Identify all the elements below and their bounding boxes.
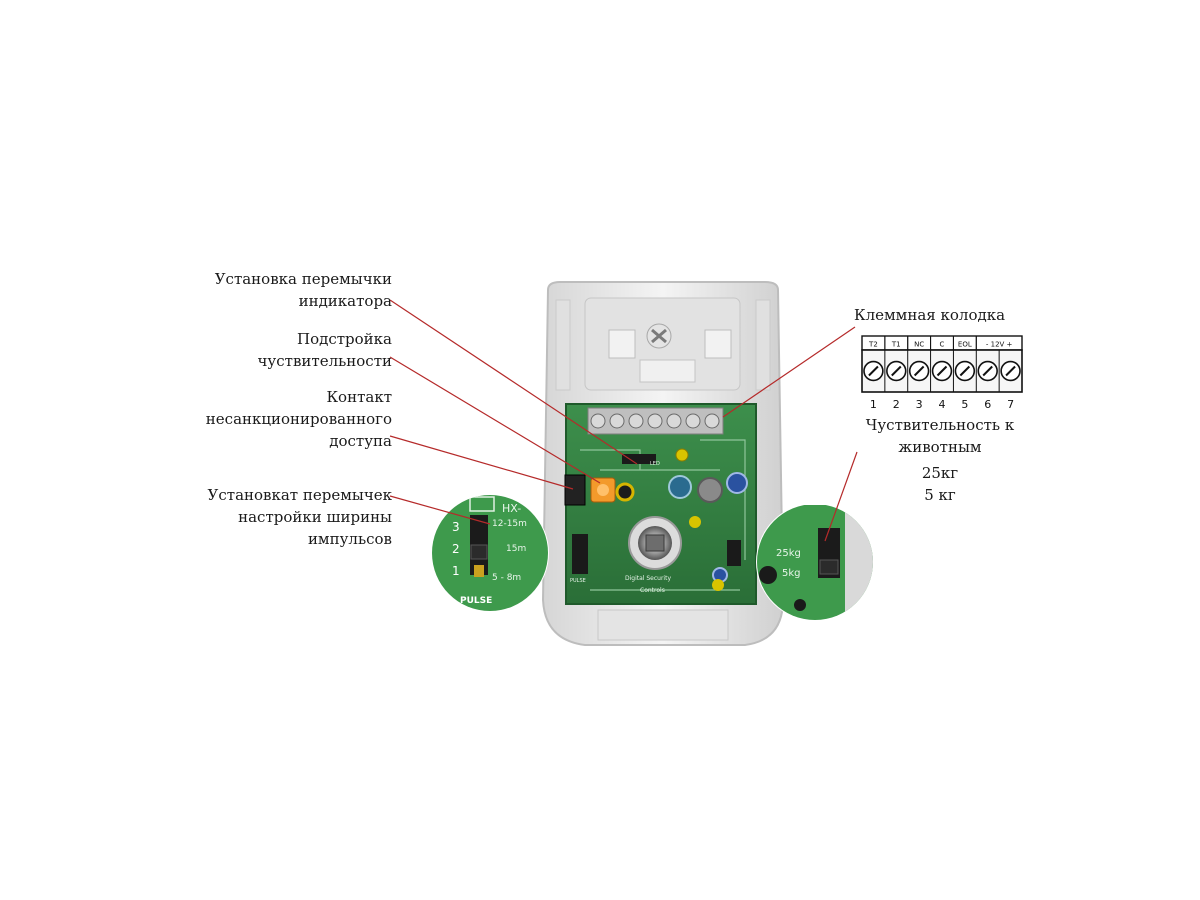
leader-line-indicator <box>389 299 638 465</box>
pcb-screw-icon <box>647 413 663 429</box>
capacitor-icon <box>668 475 692 499</box>
inset-range-label: 5 - 8m <box>492 573 521 583</box>
label-pet-sensitivity: Чуствительность к животным 25кг 5 кг <box>848 414 1032 506</box>
leader-line-sensitivity <box>389 356 601 484</box>
label-indicator-jumper: Установка перемычки индикатора <box>215 268 392 312</box>
terminal-number: 2 <box>893 398 900 411</box>
leader-line-tamper <box>389 435 574 490</box>
inset-weight-label: 25kg <box>776 548 801 559</box>
terminal-screw-icon <box>954 360 976 382</box>
inset-pin-number: 3 <box>452 520 460 534</box>
label-tamper-contact: Контакт несанкционированного доступа <box>206 386 392 452</box>
pet-jumper-icon <box>727 540 741 566</box>
terminal-number: 6 <box>984 398 991 411</box>
terminal-numbers: 1 2 3 4 5 6 7 <box>870 398 1014 411</box>
terminal-top-label: T1 <box>891 341 901 349</box>
inset-range-label: 15m <box>506 544 526 554</box>
inset-pin-number: 2 <box>452 542 460 556</box>
pet-jumper-inset: 25kg 5kg <box>756 503 874 621</box>
inset-range-label: 12-15m <box>492 519 527 529</box>
pcb-screw-icon <box>685 413 701 429</box>
leader-lines <box>389 299 858 542</box>
label-line: Установка перемычки <box>214 270 392 288</box>
circuit-board: Digital Security Controls PULSE LED <box>564 403 757 605</box>
terminal-number: 3 <box>916 398 923 411</box>
label-terminal-block: Клеммная колодка <box>854 306 1006 324</box>
terminal-number: 4 <box>939 398 946 411</box>
inset-model-text: HX- <box>502 502 521 515</box>
pcb-screw-icon <box>666 413 682 429</box>
pulse-jumper-icon <box>572 534 588 574</box>
label-line: импульсов <box>307 530 392 548</box>
terminal-screws <box>863 350 1021 392</box>
terminal-top-label: - 12V + <box>986 341 1013 349</box>
inset-pulse-text: PULSE <box>460 596 492 606</box>
label-line: Чуствительность к <box>865 416 1015 434</box>
label-line: чуствительности <box>257 352 392 370</box>
label-line: Установкат перемычек <box>207 486 392 504</box>
terminal-screw-icon <box>908 360 930 382</box>
terminal-top-label: C <box>940 341 945 349</box>
leader-line-terminal <box>722 326 856 418</box>
terminal-number: 7 <box>1007 398 1014 411</box>
label-line: несанкционированного <box>205 410 392 428</box>
pcb-company-line2: Controls <box>640 587 665 594</box>
terminal-top-label: EOL <box>958 341 972 349</box>
label-sensitivity-adjust: Подстройка чуствительности <box>258 328 392 372</box>
terminal-block-diagram: T2 T1 NC C EOL - 12V + 1 2 3 4 5 6 7 <box>861 335 1023 411</box>
label-line: настройки ширины <box>238 508 392 526</box>
pcb-screw-icon <box>628 413 644 429</box>
pcb-screw-icon <box>590 413 606 429</box>
terminal-top-labels: T2 T1 NC C EOL - 12V + <box>861 335 1023 351</box>
label-weight-5: 5 кг <box>924 486 956 504</box>
terminal-screw-icon <box>1000 360 1021 382</box>
terminal-top-label: T2 <box>868 341 878 349</box>
terminal-number: 5 <box>961 398 968 411</box>
pcb-screw-icon <box>609 413 625 429</box>
pcb-pulse-text: PULSE <box>570 578 586 584</box>
label-line: животным <box>898 438 982 456</box>
terminal-screw-icon <box>886 360 907 382</box>
leader-line-pet <box>824 451 858 542</box>
leader-line-pulse <box>389 495 491 525</box>
terminal-screw-icon <box>977 360 998 382</box>
pcb-screw-icon <box>704 413 720 429</box>
pcb-terminal-screws <box>590 413 720 429</box>
terminal-top-label: NC <box>914 341 924 349</box>
label-line: Подстройка <box>297 330 392 348</box>
pcb-led-text: LED <box>650 461 660 467</box>
pcb-company-line1: Digital Security <box>625 575 671 582</box>
label-line: доступа <box>329 432 392 450</box>
label-pulse-jumpers: Установкат перемычек настройки ширины им… <box>208 484 392 550</box>
label-line: индикатора <box>298 292 392 310</box>
terminal-screw-icon <box>931 360 953 382</box>
terminal-screw-icon <box>863 360 884 382</box>
label-weight-25: 25кг <box>921 464 959 482</box>
inset-weight-label: 5kg <box>782 568 801 579</box>
label-line: Контакт <box>326 388 392 406</box>
inset-pin-number: 1 <box>452 564 460 578</box>
pulse-jumper-inset: 3 2 1 HX- 12-15m 15m 5 - 8m PULSE <box>431 494 549 612</box>
terminal-number: 1 <box>870 398 877 411</box>
tamper-switch-icon <box>564 474 586 506</box>
